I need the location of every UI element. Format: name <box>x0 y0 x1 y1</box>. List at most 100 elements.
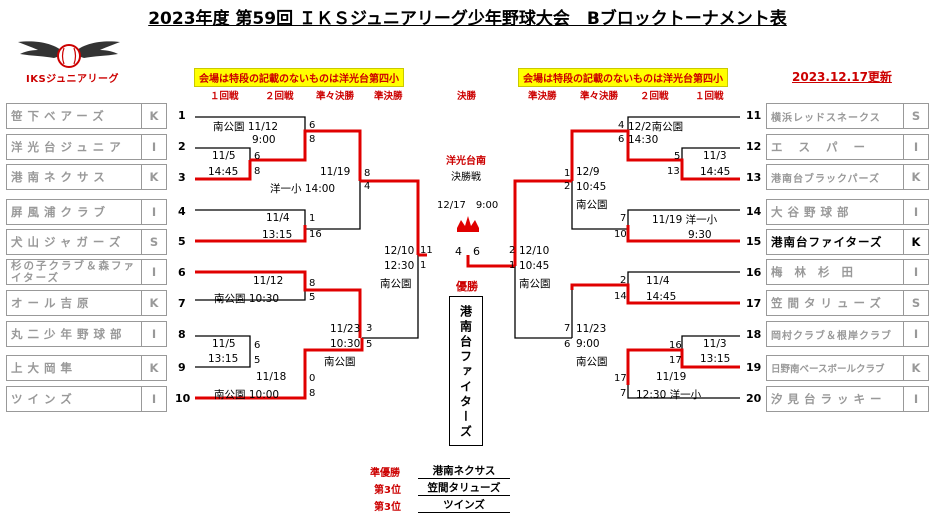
team-pref: I <box>141 135 166 159</box>
team-pref: K <box>141 104 166 128</box>
seed-2: 2 <box>178 140 186 153</box>
team-box-9: 上大岡隼 K <box>6 355 167 381</box>
match-info: 13:15 <box>262 229 293 241</box>
team-pref: I <box>903 200 928 224</box>
final-score-left: 4 <box>455 245 462 258</box>
final-date-time: 12/17 9:00 <box>437 200 499 211</box>
team-box-4: 屏風浦クラブ I <box>6 199 167 225</box>
match-info: 11/12 <box>253 275 284 287</box>
team-pref: S <box>903 104 928 128</box>
seed-8: 8 <box>178 328 186 341</box>
champion-label: 優勝 <box>456 280 478 293</box>
round-label-final: 決勝 <box>457 91 477 102</box>
team-pref: S <box>141 230 166 254</box>
score: 8 <box>309 388 316 399</box>
seed-4: 4 <box>178 205 186 218</box>
team-name: 上大岡隼 <box>11 361 77 375</box>
result-team: ツインズ <box>418 497 510 513</box>
score: 3 <box>366 323 373 334</box>
score: 4 <box>364 181 371 192</box>
round-label-right-3: ２回戦 <box>640 91 669 102</box>
team-name: 杉の子クラブ＆森ファイターズ <box>11 260 136 284</box>
score: 14 <box>614 291 627 302</box>
match-info: 9:30 <box>688 229 712 241</box>
team-name: 屏風浦クラブ <box>11 205 110 219</box>
team-box-3: 港南ネクサス K <box>6 164 167 190</box>
team-pref: K <box>141 291 166 315</box>
match-info: 14:30 <box>628 134 659 146</box>
score: 7 <box>620 213 627 224</box>
score: 7 <box>564 323 571 334</box>
seed-10: 10 <box>175 392 191 405</box>
round-label-left-4: 準決勝 <box>374 91 403 102</box>
match-info: 14:45 <box>208 166 239 178</box>
match-info: 11/3 <box>703 338 727 350</box>
score: 8 <box>364 168 371 179</box>
seed-13: 13 <box>746 171 762 184</box>
team-pref: I <box>903 260 928 284</box>
team-name: 犬山ジャガーズ <box>11 235 126 249</box>
match-info: 11/4 <box>266 212 290 224</box>
team-pref: I <box>903 387 928 411</box>
team-pref: I <box>903 135 928 159</box>
result-label: 第3位 <box>374 485 401 496</box>
score: 1 <box>509 260 516 271</box>
round-label-right-4: １回戦 <box>695 91 724 102</box>
round-label-right-1: 準決勝 <box>528 91 557 102</box>
seed-20: 20 <box>746 392 762 405</box>
final-score-right: 6 <box>473 245 480 258</box>
score: 6 <box>618 134 625 145</box>
score: 8 <box>254 166 261 177</box>
team-pref: I <box>141 200 166 224</box>
team-pref: K <box>903 356 928 380</box>
team-name: 岡村クラブ＆根岸クラブ <box>771 330 892 342</box>
score: 6 <box>309 120 316 131</box>
score: 5 <box>674 151 681 162</box>
match-info: 10:45 <box>576 181 607 193</box>
score: 7 <box>620 388 627 399</box>
match-info: 12/9 <box>576 166 600 178</box>
round-label-left-2: ２回戦 <box>265 91 294 102</box>
score: 5 <box>309 292 316 303</box>
match-info: 南公園 <box>519 278 551 290</box>
team-pref: K <box>903 165 928 189</box>
match-info: 12/2南公園 <box>628 121 684 133</box>
match-info: 11/23 <box>330 323 361 335</box>
team-pref: I <box>141 387 166 411</box>
team-pref: I <box>141 322 166 346</box>
match-info: 14:45 <box>700 166 731 178</box>
round-label-left-1: １回戦 <box>210 91 239 102</box>
team-name: 港南台ファイターズ <box>771 235 883 249</box>
result-label: 準優勝 <box>370 468 400 479</box>
match-info: 9:00 <box>576 338 600 350</box>
result-team: 港南ネクサス <box>418 463 510 479</box>
result-label: 第3位 <box>374 502 401 513</box>
champion-name: 港南台ファイターズ <box>458 305 473 440</box>
team-pref: K <box>141 165 166 189</box>
seed-11: 11 <box>746 109 762 122</box>
seed-7: 7 <box>178 297 186 310</box>
team-name: 横浜レッドスネークス <box>771 112 881 124</box>
team-pref: S <box>903 291 928 315</box>
score: 10 <box>614 229 627 240</box>
match-info: 11/5 <box>212 338 236 350</box>
match-info: 13:15 <box>208 353 239 365</box>
logo: IKSジュニアリーグ <box>14 36 124 85</box>
team-name: 港南ネクサス <box>11 170 110 184</box>
team-pref: K <box>141 356 166 380</box>
score: 0 <box>309 373 316 384</box>
round-label-right-2: 準々決勝 <box>580 91 619 102</box>
match-info: 12:30 洋一小 <box>636 389 702 401</box>
seed-1: 1 <box>178 109 186 122</box>
seed-6: 6 <box>178 266 186 279</box>
score: 2 <box>509 245 516 256</box>
match-info: 12/10 <box>384 245 415 257</box>
score: 6 <box>564 339 571 350</box>
seed-19: 19 <box>746 361 762 374</box>
score: 13 <box>667 166 680 177</box>
score: 5 <box>254 355 261 366</box>
